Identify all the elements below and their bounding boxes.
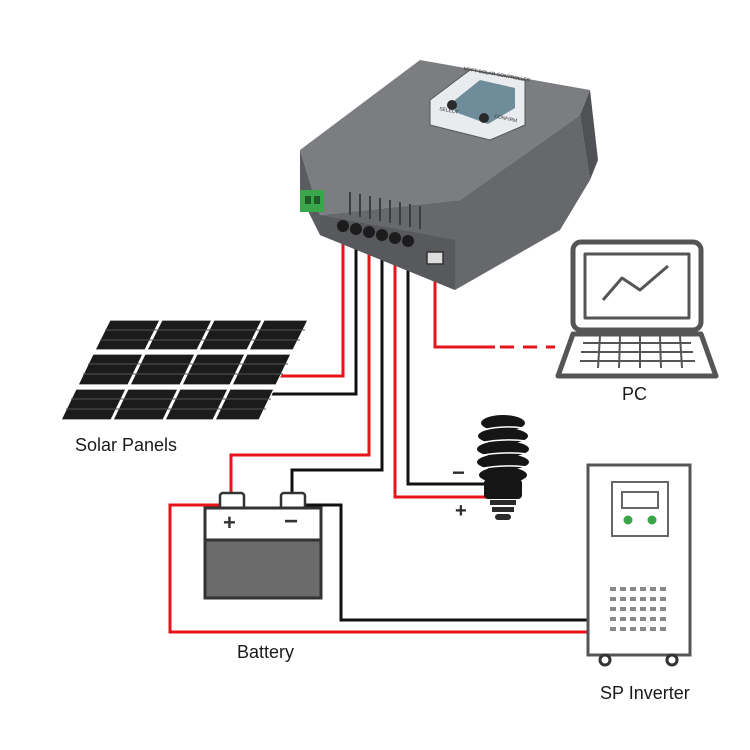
battery-positive-wire: [229, 226, 371, 493]
solar-panels-label: Solar Panels: [75, 435, 178, 455]
wires: [168, 226, 590, 634]
laptop-icon: [555, 239, 719, 379]
battery-inverter-positive-wire: [168, 503, 590, 634]
battery-icon: [203, 491, 323, 600]
charge-controller-icon: [300, 60, 598, 290]
inverter-icon: [586, 463, 692, 667]
load-plus-sign: +: [455, 500, 467, 522]
inverter-label: SP Inverter: [600, 683, 690, 703]
solar-positive-wire: [270, 226, 345, 378]
solar-negative-wire: [262, 226, 358, 396]
load-minus-sign: −: [452, 460, 465, 485]
pc-label: PC: [622, 384, 648, 404]
battery-label: Battery: [237, 642, 295, 662]
cfl-bulb-icon: [477, 415, 529, 520]
battery-plus-sign: +: [223, 510, 236, 535]
load-negative-wire: [406, 226, 488, 486]
battery-minus-sign: −: [284, 508, 299, 535]
solar-panel-icon: [60, 319, 309, 421]
pc-link-wire: [433, 270, 495, 349]
battery-negative-wire: [290, 226, 384, 493]
battery-inverter-negative-wire: [305, 503, 590, 622]
load-positive-wire: [393, 226, 488, 499]
